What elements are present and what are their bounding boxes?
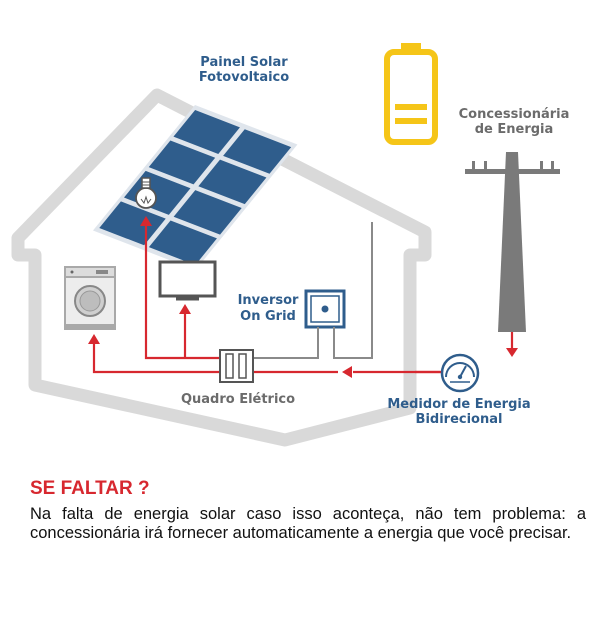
breaker-panel-icon (219, 349, 254, 383)
house-outline (11, 88, 432, 447)
utility-pole-icon (465, 152, 560, 332)
light-bulb-icon (135, 177, 157, 209)
panel-label-line1: Painel Solar (200, 55, 288, 70)
solar-energy-diagram: Painel Solar Fotovoltaico Concessionária… (11, 43, 570, 447)
tv-icon (158, 260, 217, 301)
utility-label-line2: de Energia (475, 122, 554, 137)
meter-label-line2: Bidirecional (416, 412, 503, 427)
utility-label-line1: Concessionária (459, 107, 570, 122)
power-flow-lines (92, 226, 514, 374)
solar-panel-icon (92, 105, 298, 271)
inverter-icon (304, 289, 346, 329)
section-body: Na falta de energia solar caso isso acon… (30, 505, 586, 542)
power-flow-arrows (88, 216, 518, 378)
panel-box-label: Quadro Elétrico (181, 392, 295, 407)
washing-machine-icon (64, 266, 116, 330)
panel-label-line2: Fotovoltaico (199, 70, 289, 85)
meter-label-line1: Medidor de Energia (387, 397, 530, 412)
inverter-label-line2: On Grid (240, 309, 296, 324)
energy-meter-icon (440, 353, 480, 393)
inverter-label-line1: Inversor (238, 293, 299, 308)
section-heading: SE FALTAR ? (30, 478, 150, 499)
battery-icon (384, 43, 438, 145)
gray-wiring (253, 222, 373, 359)
